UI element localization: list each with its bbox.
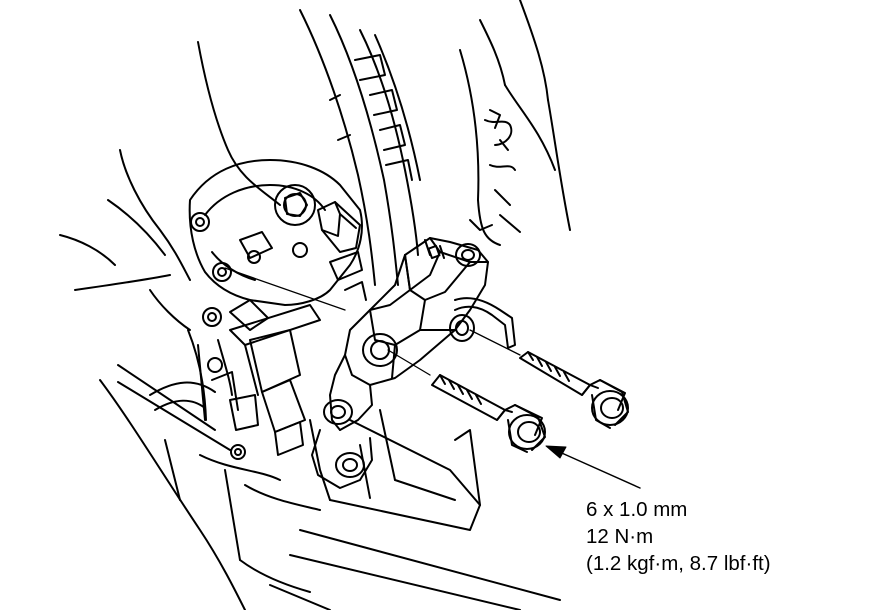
torque-nm-label: 12 N·m [586, 525, 654, 548]
thread-size-label: 6 x 1.0 mm [586, 498, 688, 521]
callout-arrow [546, 446, 640, 488]
lower-bolt [432, 375, 545, 452]
cam-housing [460, 0, 570, 245]
assembly-lines [225, 268, 520, 375]
torque-alt-label: (1.2 kgf·m, 8.7 lbf·ft) [586, 552, 771, 575]
chain-guide [300, 10, 420, 300]
upper-bolt [520, 352, 628, 428]
engine-block [60, 42, 560, 610]
torque-specification: 6 x 1.0 mm 12 N·m (1.2 kgf·m, 8.7 lbf·ft… [586, 496, 771, 577]
tensioner-body [312, 238, 515, 488]
